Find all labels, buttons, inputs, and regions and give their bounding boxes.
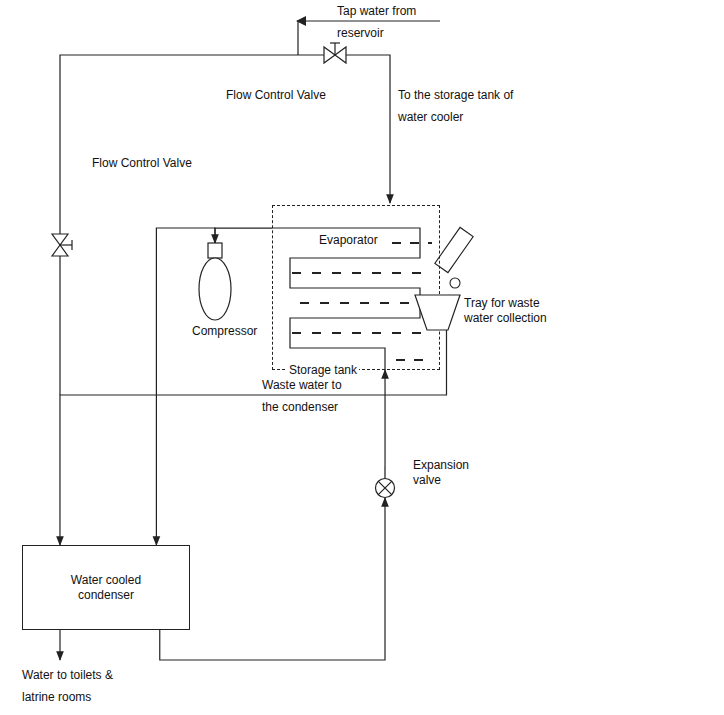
- pipe-connector: [60, 330, 447, 545]
- pipe-connector: [215, 228, 272, 243]
- waste-tray-outline: [415, 295, 460, 330]
- drawing-part: [392, 242, 432, 244]
- part-name: Tray for waste water collection: [464, 296, 559, 326]
- compressor-stub: [208, 243, 222, 258]
- pipe-connector: [384, 370, 385, 478]
- valve-label: Flow Control Valve: [92, 152, 192, 174]
- supply-pipe: [60, 55, 390, 395]
- pipe-label: Water to toilets & latrine rooms: [22, 664, 122, 708]
- part-name: Expansion valve: [413, 458, 477, 488]
- pipe-label: To the storage tank of water cooler: [398, 84, 516, 128]
- drawing-part: [292, 332, 432, 334]
- stored-water: [292, 243, 432, 360]
- compressor-outline: [198, 243, 232, 321]
- part-name: Compressor: [192, 324, 257, 339]
- expansion-valve-outline: [375, 478, 395, 498]
- pipe-connector: [160, 498, 385, 660]
- compressor-symbol: [199, 258, 231, 320]
- expansion-valve: Expansion valve: [375, 478, 395, 498]
- valve-symbol: [376, 479, 395, 498]
- drawing-part: [292, 272, 432, 274]
- valve-label: Flow Control Valve: [226, 84, 326, 106]
- bottle-illustration: [435, 227, 473, 288]
- outflow-pipe: [59, 630, 60, 660]
- drawing-part: [334, 43, 335, 55]
- process-box-text: Water cooled condenser: [56, 573, 156, 603]
- drawing-part: [335, 47, 346, 63]
- drawing-part: [52, 245, 68, 256]
- condenser-box: Water cooled condenser: [22, 545, 190, 630]
- flow-arrow: [296, 16, 306, 26]
- drawing-part: [71, 240, 72, 250]
- drawing-part: [435, 227, 473, 272]
- part-name: Storage tank: [287, 363, 359, 378]
- drawing-part: [60, 244, 72, 245]
- evaporator-coil: [272, 228, 420, 370]
- valve-symbol: [52, 234, 72, 256]
- edge-label: Waste water to the condenser: [262, 374, 352, 418]
- tray-symbol: [415, 295, 460, 330]
- drawing-part: [330, 42, 340, 43]
- valve-symbol: [324, 43, 346, 63]
- drawing-part: [396, 359, 432, 361]
- storage-tank: EvaporatorStorage tank: [272, 205, 440, 370]
- valve-cross: [378, 481, 391, 494]
- pipe-label: Tap water from reservoir: [337, 0, 417, 44]
- waste-tray: Tray for waste water collection: [415, 295, 460, 330]
- drawing-part: [450, 278, 460, 288]
- drawing-part: [52, 234, 68, 245]
- drawing-part: [300, 302, 432, 304]
- compressor: Compressor: [198, 243, 232, 321]
- part-name: Evaporator: [319, 233, 378, 248]
- drawing-part: [324, 47, 335, 63]
